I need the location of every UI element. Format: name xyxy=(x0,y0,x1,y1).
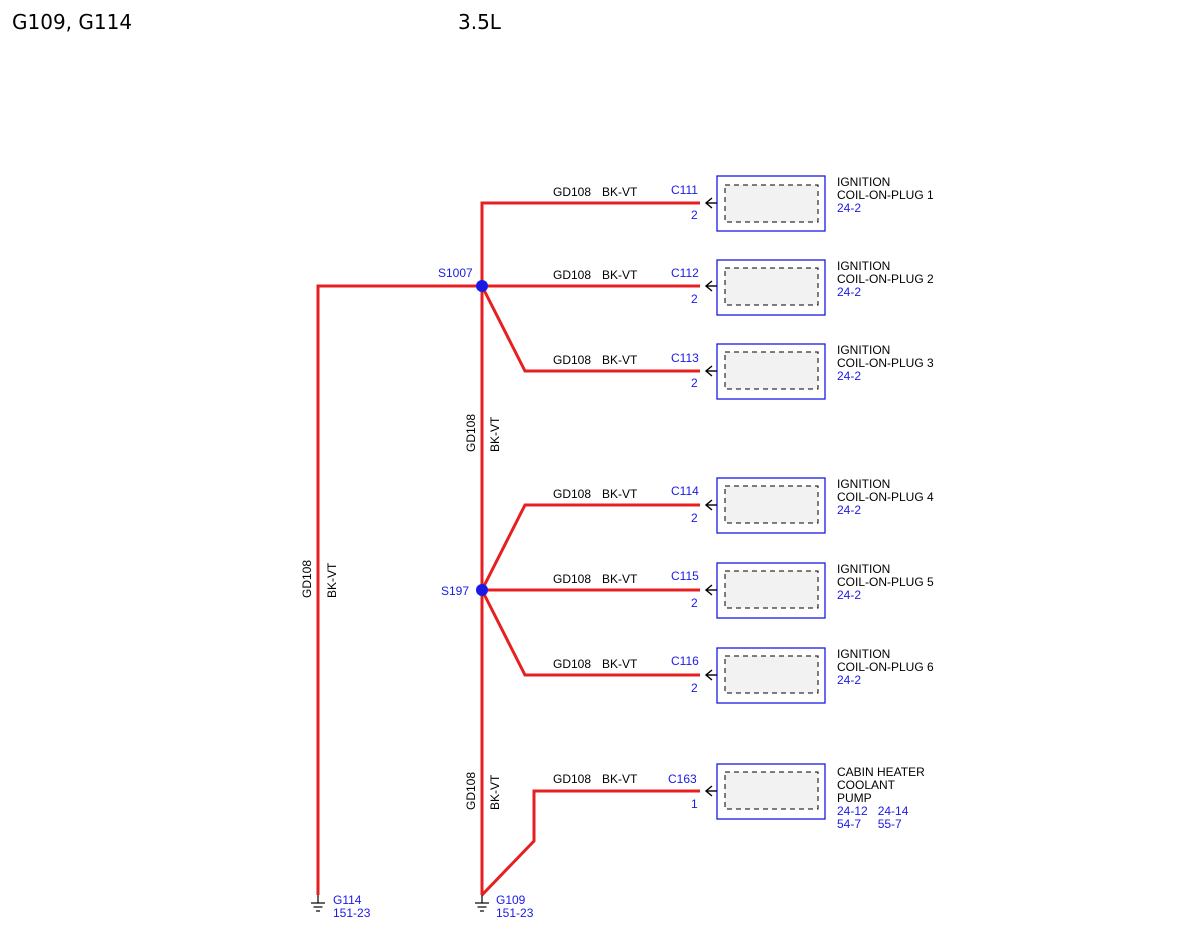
wire-c113 xyxy=(480,285,700,373)
wire-c163 xyxy=(480,789,700,897)
component-page-ref: 24-2 xyxy=(837,285,861,299)
ground-id: G114 xyxy=(333,893,362,907)
connector-id: C111 xyxy=(671,183,698,197)
connector-pin: 2 xyxy=(691,292,698,306)
component-inner-box xyxy=(724,570,819,609)
connector-c115: C115 2 IGNITION COIL-ON-PLUG 5 24-2 xyxy=(671,562,934,619)
connector-c112: C112 2 IGNITION COIL-ON-PLUG 2 24-2 xyxy=(671,259,934,316)
component-name-line: IGNITION xyxy=(837,175,890,189)
component-inner-box xyxy=(724,655,819,694)
connector-id: C114 xyxy=(671,484,699,498)
connector-c111: C111 2 IGNITION COIL-ON-PLUG 1 24-2 xyxy=(671,175,934,232)
wire-label-circuit: GD108 xyxy=(553,572,591,586)
connector-id: C113 xyxy=(671,351,699,365)
wire-label-circuit: GD108 xyxy=(553,657,591,671)
ground-page-ref: 151-23 xyxy=(496,906,534,920)
component-inner-box xyxy=(724,485,819,524)
component-name-line: IGNITION xyxy=(837,647,890,661)
wire-s1007-g114 xyxy=(316,284,482,895)
ground-g114: G114 151-23 xyxy=(311,893,371,920)
connector-pin: 2 xyxy=(691,596,698,610)
wire-label-color-vertical: BK-VT xyxy=(488,774,502,810)
wire-label-color: BK-VT xyxy=(602,772,638,786)
wire-label-circuit: GD108 xyxy=(553,353,591,367)
component-name-line: COIL-ON-PLUG 1 xyxy=(837,188,934,202)
component-page-ref: 24-12 24-14 xyxy=(837,804,909,818)
component-page-ref: 24-2 xyxy=(837,369,861,383)
component-name-line: COIL-ON-PLUG 2 xyxy=(837,272,934,286)
splice-s197 xyxy=(476,584,488,596)
connector-c163: C163 1 CABIN HEATER COOLANT PUMP 24-12 2… xyxy=(668,763,925,831)
component-inner-box xyxy=(724,351,819,390)
wire-label-color: BK-VT xyxy=(602,487,638,501)
ground-id: G109 xyxy=(496,893,526,907)
splice-label-s1007: S1007 xyxy=(438,266,473,280)
connector-pin: 2 xyxy=(691,376,698,390)
connector-id: C116 xyxy=(671,654,699,668)
wire-label-circuit: GD108 xyxy=(553,185,591,199)
connector-c114: C114 2 IGNITION COIL-ON-PLUG 4 24-2 xyxy=(671,477,934,534)
component-name-line: COIL-ON-PLUG 3 xyxy=(837,356,934,370)
connector-c113: C113 2 IGNITION COIL-ON-PLUG 3 24-2 xyxy=(671,343,934,400)
component-page-ref: 24-2 xyxy=(837,503,861,517)
wire-c111 xyxy=(480,201,700,286)
component-name-line: COIL-ON-PLUG 5 xyxy=(837,575,934,589)
component-name-line: PUMP xyxy=(837,791,872,805)
wire-label-color: BK-VT xyxy=(602,657,638,671)
component-name-line: IGNITION xyxy=(837,477,890,491)
wire-label-circuit-vertical: GD108 xyxy=(464,414,478,452)
wire-label-circuit: GD108 xyxy=(553,487,591,501)
wire-label-color: BK-VT xyxy=(602,185,638,199)
splices: S1007 S197 xyxy=(438,266,488,598)
connector-id: C163 xyxy=(668,772,697,786)
connector-pin: 1 xyxy=(691,797,698,811)
wire-label-circuit: GD108 xyxy=(553,268,591,282)
wire-c116 xyxy=(480,589,700,677)
ground-page-ref: 151-23 xyxy=(333,906,371,920)
wire-label-circuit-vertical: GD108 xyxy=(300,560,314,598)
component-page-ref: 54-7 55-7 xyxy=(837,817,902,831)
component-page-ref: 24-2 xyxy=(837,588,861,602)
page-title-engine: 3.5L xyxy=(458,10,501,34)
wire-label-color-vertical: BK-VT xyxy=(325,562,339,598)
splice-s1007 xyxy=(476,280,488,292)
component-inner-box xyxy=(724,771,819,810)
component-name-line: COIL-ON-PLUG 6 xyxy=(837,660,934,674)
connector-id: C115 xyxy=(671,569,699,583)
wire-label-circuit: GD108 xyxy=(553,772,591,786)
wire-label-color: BK-VT xyxy=(602,268,638,282)
component-page-ref: 24-2 xyxy=(837,673,861,687)
wires xyxy=(316,201,700,897)
wire-labels: GD108 BK-VT GD108 BK-VT GD108 BK-VT GD10… xyxy=(300,185,638,810)
component-name-line: IGNITION xyxy=(837,343,890,357)
wire-label-color-vertical: BK-VT xyxy=(488,416,502,452)
wire-label-color: BK-VT xyxy=(602,572,638,586)
component-name-line: IGNITION xyxy=(837,562,890,576)
component-name-line: CABIN HEATER xyxy=(837,765,925,779)
component-name-line: COIL-ON-PLUG 4 xyxy=(837,490,934,504)
connector-id: C112 xyxy=(671,266,699,280)
connector-pin: 2 xyxy=(691,511,698,525)
splice-label-s197: S197 xyxy=(441,584,469,598)
page-title-grounds: G109, G114 xyxy=(12,10,133,34)
grounds: G114 151-23 G109 151-23 xyxy=(311,893,534,920)
component-name-line: IGNITION xyxy=(837,259,890,273)
connectors: C111 2 IGNITION COIL-ON-PLUG 1 24-2 C112… xyxy=(668,175,934,831)
component-inner-box xyxy=(724,184,819,223)
connector-pin: 2 xyxy=(691,681,698,695)
component-inner-box xyxy=(724,267,819,306)
wire-label-circuit-vertical: GD108 xyxy=(464,772,478,810)
wire-c114 xyxy=(480,503,700,591)
wire-label-color: BK-VT xyxy=(602,353,638,367)
connector-pin: 2 xyxy=(691,208,698,222)
connector-c116: C116 2 IGNITION COIL-ON-PLUG 6 24-2 xyxy=(671,647,934,704)
component-page-ref: 24-2 xyxy=(837,201,861,215)
ground-g109: G109 151-23 xyxy=(475,893,534,920)
component-name-line: COOLANT xyxy=(837,778,896,792)
